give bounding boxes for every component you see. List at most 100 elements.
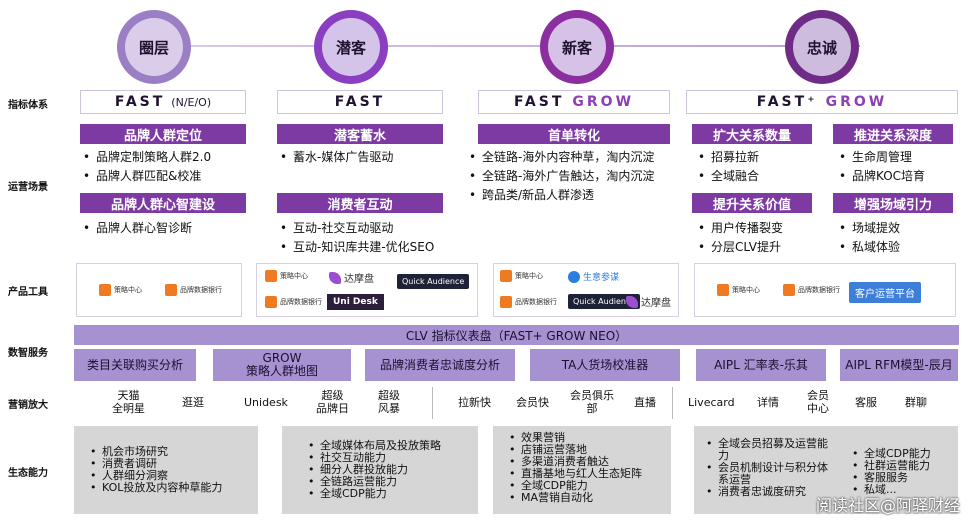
damo-logo: 达摩盘 bbox=[329, 270, 374, 285]
ops-heading: 消费者互动 bbox=[277, 193, 443, 213]
indicator-sub: (N/E/O) bbox=[171, 95, 212, 109]
ops-list: 品牌人群心智诊断 bbox=[80, 219, 192, 238]
logo-label: 策略中心 bbox=[732, 286, 760, 294]
indicator-box-3: FAST GROW bbox=[478, 90, 670, 114]
logo-label: 品牌数据银行 bbox=[280, 298, 322, 306]
eco-panel-1: 机会市场研究 消费者调研 人群细分洞察 KOL投放及内容种草能力 bbox=[74, 426, 258, 514]
indicator-grow: GROW bbox=[825, 94, 888, 110]
divider bbox=[432, 387, 433, 419]
list-item: 会员机制设计与积分体系运营 bbox=[704, 462, 832, 486]
quick-audience-logo: Quick Audience bbox=[397, 274, 470, 289]
uni-desk-logo: Uni Desk bbox=[327, 294, 384, 310]
eco-panel-4: 全域会员招募及运营能力 会员机制设计与积分体系运营 消费者忠诚度研究 全域CDP… bbox=[694, 426, 958, 514]
amplify-item: 会员快 bbox=[516, 396, 549, 409]
stage-connector-line bbox=[160, 45, 860, 47]
brand-databank-logo: 品牌数据银行 bbox=[783, 284, 840, 296]
strategy-center-icon bbox=[500, 270, 512, 282]
logo-label: 客户运营平台 bbox=[849, 282, 921, 303]
list-item: 全链路-海外广告触达，淘内沉淀 bbox=[466, 167, 654, 186]
damo-icon bbox=[329, 271, 341, 284]
list-item: 分层CLV提升 bbox=[695, 238, 783, 257]
list-item: 互动-知识库共建-优化SEO bbox=[277, 238, 434, 257]
digital-tile: AIPL 汇率表-乐其 bbox=[696, 349, 826, 381]
list-item: 消费者忠诚度研究 bbox=[704, 486, 832, 499]
brand-databank-logo: 品牌数据银行 bbox=[265, 296, 322, 308]
list-item: 品牌人群匹配&校准 bbox=[80, 167, 211, 186]
eco-list: 全域CDP能力 社群运营能力 客服服务 私域... bbox=[850, 448, 931, 497]
ops-list: 生命周管理 品牌KOC培育 bbox=[836, 148, 925, 186]
list-item: 全链路-海外内容种草，淘内沉淀 bbox=[466, 148, 654, 167]
row-label-operations: 运营场景 bbox=[8, 182, 48, 193]
list-item: 全链路运营能力 bbox=[306, 476, 441, 489]
amplify-item: 详情 bbox=[757, 396, 779, 409]
list-item: 店铺运营落地 bbox=[507, 444, 642, 457]
brand-databank-logo: 品牌数据银行 bbox=[165, 284, 222, 296]
ops-heading: 品牌人群心智建设 bbox=[80, 193, 246, 213]
ops-list: 全链路-海外内容种草，淘内沉淀 全链路-海外广告触达，淘内沉淀 跨品类/新品人群… bbox=[466, 148, 654, 205]
list-item: 全域CDP能力 bbox=[507, 480, 642, 493]
divider bbox=[672, 387, 673, 419]
amplify-item: 超级 品牌日 bbox=[316, 389, 349, 415]
strategy-center-icon bbox=[99, 284, 111, 296]
amplify-item: 会员 中心 bbox=[807, 389, 829, 415]
indicator-box-4: FAST⁺GROW bbox=[686, 90, 958, 114]
amplify-item: 超级 风暴 bbox=[378, 389, 400, 415]
list-item: 全域CDP能力 bbox=[306, 488, 441, 501]
damo-logo: 达摩盘 bbox=[626, 294, 671, 309]
strategy-center-icon bbox=[717, 284, 729, 296]
indicator-box-1: FAST(N/E/O) bbox=[80, 90, 246, 114]
shengyi-logo: 生意参谋 bbox=[568, 270, 619, 283]
indicator-box-2: FAST bbox=[277, 90, 443, 114]
stage-label: 新客 bbox=[548, 18, 606, 76]
list-item: 互动-社交互动驱动 bbox=[277, 219, 434, 238]
tool-box-1: 策略中心 品牌数据银行 bbox=[76, 263, 242, 317]
amplify-item: 客服 bbox=[855, 396, 877, 409]
logo-label: 生意参谋 bbox=[583, 273, 620, 283]
watermark: 阅读社区@阿驿财经 bbox=[815, 496, 960, 515]
quick-audience-logo: Quick Audience bbox=[568, 294, 641, 309]
indicator-main: FAST bbox=[513, 94, 565, 110]
stage-circle-4: 忠诚 bbox=[785, 10, 859, 84]
ops-list: 用户传播裂变 分层CLV提升 bbox=[695, 219, 783, 257]
logo-label: 达摩盘 bbox=[344, 274, 374, 285]
list-item: 全域会员招募及运营能力 bbox=[704, 438, 832, 462]
list-item: 客服服务 bbox=[850, 472, 931, 485]
stage-label: 潜客 bbox=[322, 18, 380, 76]
strategy-center-icon bbox=[265, 270, 277, 282]
ops-heading: 扩大关系数量 bbox=[692, 124, 812, 144]
indicator-grow: GROW bbox=[572, 94, 635, 110]
stage-circle-3: 新客 bbox=[540, 10, 614, 84]
row-label-amplify: 营销放大 bbox=[8, 400, 48, 411]
list-item: 社群运营能力 bbox=[850, 460, 931, 473]
list-item: 品牌人群心智诊断 bbox=[80, 219, 192, 238]
stage-circle-1: 圈层 bbox=[117, 10, 191, 84]
tool-box-4: 策略中心 品牌数据银行 客户运营平台 bbox=[694, 263, 956, 317]
list-item: 全域CDP能力 bbox=[850, 448, 931, 461]
stage-label: 圈层 bbox=[125, 18, 183, 76]
logo-label: 策略中心 bbox=[515, 272, 543, 280]
list-item: 多渠道消费者触达 bbox=[507, 456, 642, 469]
clv-dashboard-banner: CLV 指标仪表盘（FAST+ GROW NEO） bbox=[74, 325, 959, 345]
list-item: MA营销自动化 bbox=[507, 492, 642, 505]
ops-list: 品牌定制策略人群2.0 品牌人群匹配&校准 bbox=[80, 148, 211, 186]
tool-box-3: 策略中心 生意参谋 品牌数据银行 Quick Audience 达摩盘 bbox=[493, 263, 679, 317]
logo-label: 达摩盘 bbox=[641, 298, 671, 309]
logo-label: Quick Audience bbox=[568, 294, 641, 309]
logo-label: 品牌数据银行 bbox=[180, 286, 222, 294]
indicator-main: FAST bbox=[334, 94, 386, 110]
damo-icon bbox=[626, 295, 638, 308]
strategy-center-logo: 策略中心 bbox=[717, 284, 760, 296]
ops-heading: 首单转化 bbox=[478, 124, 670, 144]
amplify-item: 会员俱乐 部 bbox=[570, 389, 614, 415]
list-item: 机会市场研究 bbox=[88, 446, 222, 459]
amplify-item: 群聊 bbox=[905, 396, 927, 409]
ops-list: 蓄水-媒体广告驱动 bbox=[277, 148, 393, 167]
digital-tile: 类目关联购买分析 bbox=[74, 349, 196, 381]
row-label-digital: 数智服务 bbox=[8, 348, 48, 359]
ops-list: 互动-社交互动驱动 互动-知识库共建-优化SEO bbox=[277, 219, 434, 257]
list-item: 招募拉新 bbox=[695, 148, 759, 167]
ops-list: 招募拉新 全域融合 bbox=[695, 148, 759, 186]
list-item: 蓄水-媒体广告驱动 bbox=[277, 148, 393, 167]
strategy-center-logo: 策略中心 bbox=[500, 270, 543, 282]
ops-heading: 提升关系价值 bbox=[692, 193, 812, 213]
